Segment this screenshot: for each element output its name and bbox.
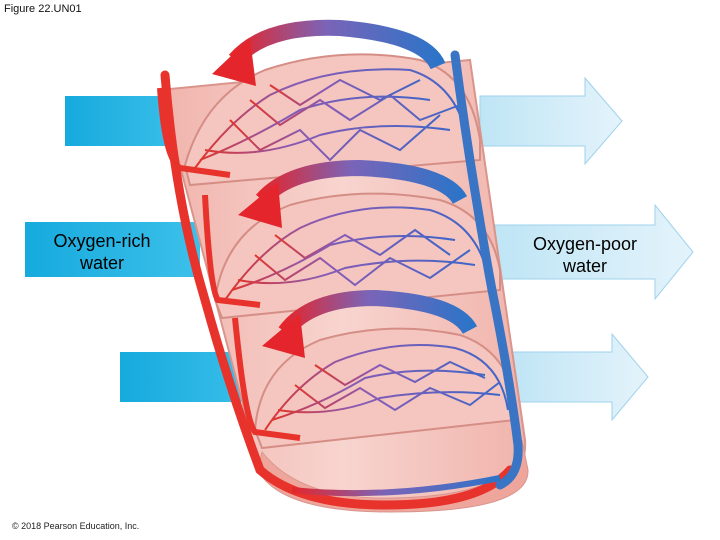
oxygen-poor-line-2: water bbox=[562, 256, 607, 276]
blood-flow-arrow-middle bbox=[255, 159, 468, 206]
copyright-notice: © 2018 Pearson Education, Inc. bbox=[12, 521, 140, 531]
lamella-2-capillaries bbox=[224, 206, 491, 301]
figure-title: Figure 22.UN01 bbox=[4, 3, 82, 15]
afferent-deoxygenated-vessel bbox=[450, 50, 523, 490]
blood-flow-arrowhead-bottom bbox=[262, 314, 305, 358]
lamella-2 bbox=[213, 192, 501, 320]
water-outflow-arrow-middle bbox=[494, 203, 694, 301]
lamella-3-capillaries bbox=[264, 344, 509, 431]
water-outflow-arrow-bottom bbox=[509, 332, 649, 422]
oxygen-poor-line-1: Oxygen-poor bbox=[532, 234, 638, 254]
blood-flow-arrowhead-top bbox=[212, 38, 256, 86]
water-outflow-arrow-top bbox=[479, 76, 623, 166]
blood-flow-arrow-top bbox=[228, 19, 446, 70]
oxygen-rich-line-2: water bbox=[79, 253, 124, 273]
oxygen-rich-water-label: Oxygen-rich water bbox=[22, 230, 182, 274]
lamella-2-oxygenated-vessel bbox=[202, 194, 261, 308]
lamella-1-capillaries bbox=[194, 68, 471, 169]
efferent-oxygenated-vessel bbox=[160, 70, 515, 510]
base-vessel-blend bbox=[291, 475, 501, 497]
oxygen-rich-line-1: Oxygen-rich bbox=[53, 231, 151, 251]
blood-flow-arrow-bottom bbox=[278, 289, 478, 338]
lamella-3-oxygenated-vessel bbox=[232, 317, 301, 441]
oxygen-poor-water-label: Oxygen-poor water bbox=[505, 233, 665, 277]
water-inflow-arrow-middle bbox=[25, 222, 200, 277]
blood-flow-arrowhead-middle bbox=[238, 182, 282, 228]
